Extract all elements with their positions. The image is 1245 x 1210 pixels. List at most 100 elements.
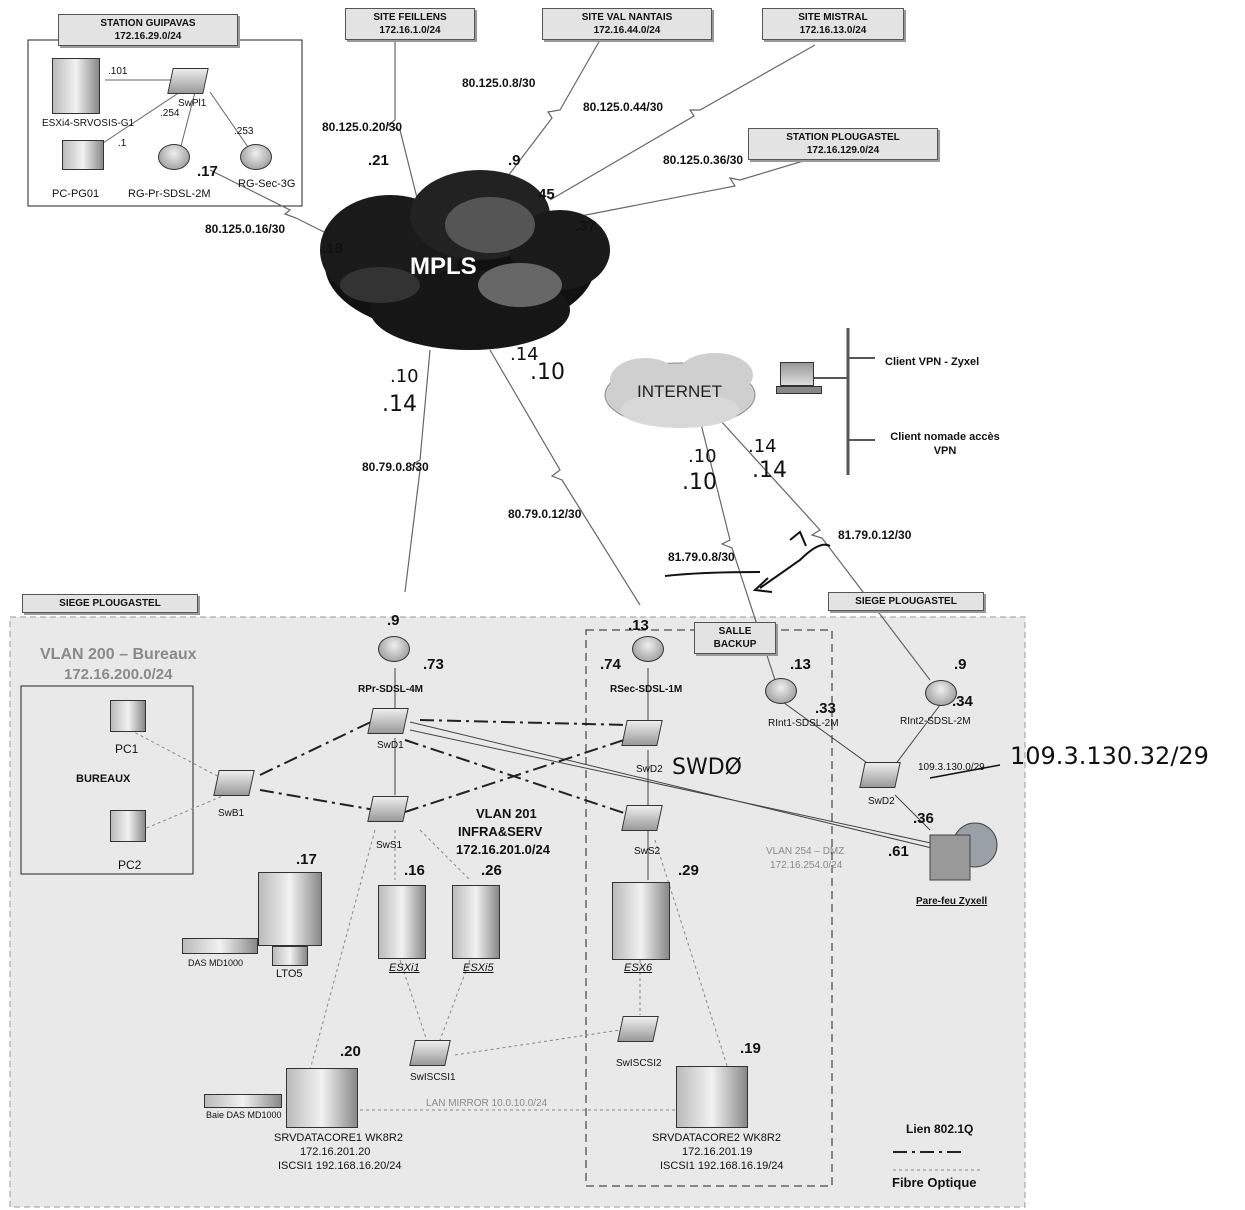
link-label: 80.79.0.8/30 bbox=[362, 460, 429, 474]
site-subnet: 172.16.1.0/24 bbox=[379, 25, 441, 36]
guipavas-name: STATION GUIPAVAS bbox=[100, 18, 196, 29]
sws2-label: SwS2 bbox=[634, 846, 661, 857]
vlan200-title: VLAN 200 – Bureaux bbox=[40, 646, 197, 663]
site-subnet: 172.16.13.0/24 bbox=[799, 25, 867, 36]
backup-server-icon bbox=[258, 872, 322, 946]
swd2-backup-icon bbox=[621, 720, 663, 746]
site-name: SITE FEILLENS bbox=[373, 12, 447, 23]
link-label: 80.125.0.8/30 bbox=[462, 76, 536, 90]
ip-label: .34 bbox=[952, 693, 973, 710]
rsec-router-label: RSec-SDSL-1M bbox=[610, 684, 683, 695]
switch-label: SwPl1 bbox=[178, 98, 207, 109]
ip-label: .61 bbox=[888, 843, 909, 860]
router-label: RG-Pr-SDSL-2M bbox=[128, 188, 211, 200]
link-label: 80.79.0.12/30 bbox=[508, 507, 582, 521]
pc-label: PC-PG01 bbox=[52, 188, 100, 200]
ip-label: .16 bbox=[404, 862, 425, 879]
handwritten-network: 109.3.130.32/29 bbox=[1010, 742, 1209, 770]
rint2-router-label: RInt2-SDSL-2M bbox=[900, 716, 971, 727]
client-vpn-label: Client VPN - Zyxel bbox=[885, 356, 980, 368]
swb1-label: SwB1 bbox=[218, 808, 245, 819]
mpls-cloud bbox=[320, 170, 610, 350]
pc2-icon bbox=[110, 810, 146, 842]
ip-label: .33 bbox=[815, 700, 836, 717]
baie-das-label: Baie DAS MD1000 bbox=[206, 1110, 282, 1120]
guipavas-title: STATION GUIPAVAS 172.16.29.0/24 bbox=[58, 14, 238, 46]
ip-label: .74 bbox=[600, 656, 621, 673]
swd2-dmz-icon bbox=[859, 762, 901, 788]
site-feillens: SITE FEILLENS 172.16.1.0/24 bbox=[345, 8, 475, 40]
ip-label: .13 bbox=[628, 617, 649, 634]
link-label: 81.79.0.12/30 bbox=[838, 528, 912, 542]
ip-label: .13 bbox=[790, 656, 811, 673]
site-mistral: SITE MISTRAL 172.16.13.0/24 bbox=[762, 8, 904, 40]
sws2-icon bbox=[621, 805, 663, 831]
pc-icon bbox=[62, 140, 104, 170]
ip-label: 45 bbox=[538, 186, 555, 203]
rsec-router-icon bbox=[632, 636, 664, 662]
bureaux-area bbox=[20, 685, 194, 875]
site-name: STATION PLOUGASTEL bbox=[786, 132, 900, 143]
ip-label: .101 bbox=[108, 66, 128, 77]
ip-label: .20 bbox=[340, 1043, 361, 1060]
handwritten-ip: .10 bbox=[530, 360, 565, 385]
vlan254-title: VLAN 254 – DMZ bbox=[766, 846, 845, 857]
vlan254-subnet: 172.16.254.0/24 bbox=[770, 860, 843, 871]
site-subnet: 172.16.129.0/24 bbox=[806, 145, 880, 156]
srvdatacore2-ip: 172.16.201.19 bbox=[682, 1146, 753, 1158]
ip-label: .21 bbox=[368, 152, 389, 169]
server-label: ESXi4-SRVOSIS-G1 bbox=[42, 118, 135, 129]
swiscsi1-label: SwISCSI1 bbox=[410, 1072, 456, 1083]
swb1-icon bbox=[213, 770, 255, 796]
link-label: 80.125.0.16/30 bbox=[205, 222, 286, 236]
site-subnet: 172.16.44.0/24 bbox=[593, 25, 661, 36]
ip-label: .19 bbox=[740, 1040, 761, 1057]
swiscsi1-icon bbox=[409, 1040, 451, 1066]
esxi-server-icon bbox=[52, 58, 100, 114]
rint1-router-label: RInt1-SDSL-2M bbox=[768, 718, 839, 729]
srvdatacore1-ip: 172.16.201.20 bbox=[300, 1146, 371, 1158]
link-label: 81.79.0.8/30 bbox=[668, 550, 735, 564]
handwritten-ip: .10 bbox=[688, 446, 717, 467]
ip-label: .36 bbox=[913, 810, 934, 827]
sws1-icon bbox=[367, 796, 409, 822]
rpr-router-icon bbox=[378, 636, 410, 662]
ip-label: .17 bbox=[197, 163, 218, 180]
internet-label: INTERNET bbox=[637, 382, 722, 401]
site-name: SITE VAL NANTAIS bbox=[581, 12, 673, 23]
lan-mirror-label: LAN MIRROR 10.0.10.0/24 bbox=[426, 1098, 548, 1109]
esxi1-server-icon bbox=[378, 885, 426, 959]
ip-label: .18 bbox=[322, 240, 343, 257]
ip-label: .73 bbox=[423, 656, 444, 673]
srvdatacore2-iscsi: ISCSI1 192.168.16.19/24 bbox=[660, 1160, 784, 1172]
lto-icon bbox=[272, 946, 308, 966]
swiscsi2-icon bbox=[617, 1016, 659, 1042]
swiscsi2-label: SwISCSI2 bbox=[616, 1058, 662, 1069]
ip-label: .253 bbox=[234, 126, 254, 137]
ip-label: .26 bbox=[481, 862, 502, 879]
siege-right-label: SIEGE PLOUGASTEL bbox=[828, 592, 984, 611]
mpls-label: MPLS bbox=[410, 253, 477, 280]
ip-label: .37 bbox=[575, 218, 596, 235]
siege-left-label: SIEGE PLOUGASTEL bbox=[22, 594, 198, 613]
vlan201-subnet: 172.16.201.0/24 bbox=[456, 842, 550, 857]
link-label: 80.125.0.20/30 bbox=[322, 120, 403, 134]
rint1-router-icon bbox=[765, 678, 797, 704]
firewall-label: Pare-feu Zyxell bbox=[916, 896, 988, 907]
lto-label: LTO5 bbox=[276, 968, 303, 980]
handwritten-swd0: SWDØ bbox=[672, 755, 742, 780]
rpr-router-label: RPr-SDSL-4M bbox=[358, 684, 424, 695]
laptop-base-icon bbox=[776, 386, 822, 394]
esx6-label: ESX6 bbox=[624, 962, 653, 974]
siege-area bbox=[9, 616, 1026, 1208]
laptop-icon bbox=[780, 362, 814, 386]
ip-label: .29 bbox=[678, 862, 699, 879]
client-nomade-label: Client nomade accès VPN bbox=[890, 431, 1000, 457]
ip-label: .9 bbox=[954, 656, 967, 673]
sws1-label: SwS1 bbox=[376, 840, 403, 851]
legend-8021q: Lien 802.1Q bbox=[906, 1122, 974, 1136]
esxi1-label: ESXi1 bbox=[389, 962, 420, 974]
internet-cloud bbox=[604, 353, 756, 428]
das-icon bbox=[182, 938, 258, 954]
